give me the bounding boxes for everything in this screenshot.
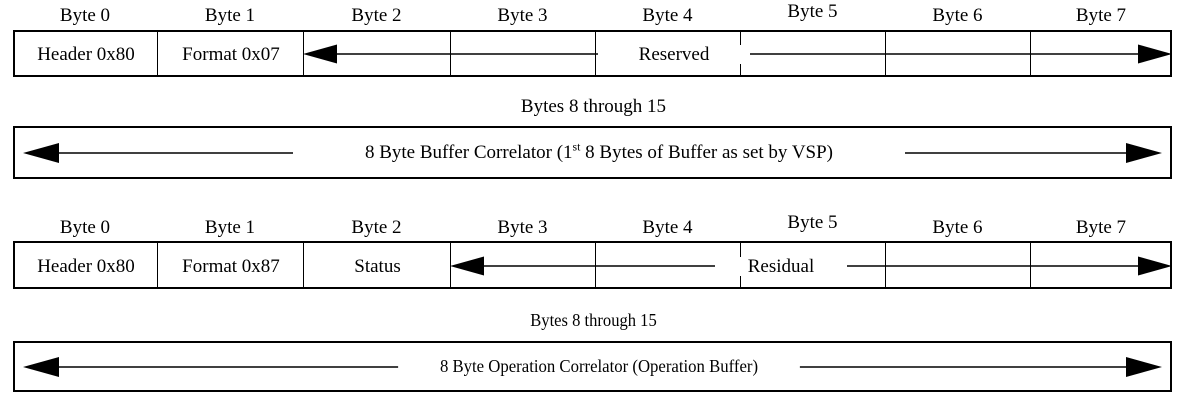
cell-reserved-label: Reserved <box>598 45 750 64</box>
cell-residual-label: Residual <box>715 257 847 276</box>
byte-header-2: Byte 2 <box>351 5 402 26</box>
byte-header-4: Byte 4 <box>642 217 693 238</box>
column-divider <box>450 241 451 289</box>
column-divider <box>1030 241 1031 289</box>
byte-header-4: Byte 4 <box>642 5 693 26</box>
byte-row-frame-response <box>13 241 1172 289</box>
buffer-correlator-label-suffix: 8 Bytes of Buffer as set by VSP) <box>580 142 834 163</box>
byte-header-6: Byte 6 <box>932 217 983 238</box>
buffer-correlator-label-prefix: 8 Byte Buffer Correlator (1 <box>364 142 573 163</box>
buffer-correlator-label: 8 Byte Buffer Correlator (1st 8 Bytes of… <box>293 140 905 163</box>
column-divider <box>157 30 158 77</box>
byte-header-7: Byte 7 <box>1075 5 1127 26</box>
bytes-caption-buffer: Bytes 8 through 15 <box>520 96 667 117</box>
byte-header-1: Byte 1 <box>204 217 256 238</box>
cell-format-byte1: Format 0x87 <box>182 256 280 277</box>
byte-header-6: Byte 6 <box>932 5 983 26</box>
column-divider <box>885 241 886 289</box>
operation-correlator-label: 8 Byte Operation Correlator (Operation B… <box>398 357 800 376</box>
byte-header-5: Byte 5 <box>787 1 838 22</box>
cell-status-byte2: Status <box>354 256 401 277</box>
cell-header-byte0: Header 0x80 <box>37 44 135 65</box>
byte-header-3: Byte 3 <box>497 5 548 26</box>
bytes-caption-operation: Bytes 8 through 15 <box>530 310 657 330</box>
byte-header-0: Byte 0 <box>59 217 111 238</box>
cell-format-byte1: Format 0x07 <box>182 44 280 65</box>
byte-header-3: Byte 3 <box>497 217 548 238</box>
buffer-correlator-label-ordinal: st <box>572 140 581 154</box>
byte-header-5: Byte 5 <box>787 212 838 233</box>
byte-header-1: Byte 1 <box>204 5 256 26</box>
byte-header-2: Byte 2 <box>351 217 402 238</box>
column-divider <box>157 241 158 289</box>
byte-header-7: Byte 7 <box>1075 217 1127 238</box>
byte-header-0: Byte 0 <box>59 5 111 26</box>
column-divider <box>303 241 304 289</box>
column-divider <box>303 30 304 77</box>
cell-header-byte0: Header 0x80 <box>37 256 135 277</box>
column-divider <box>595 241 596 289</box>
